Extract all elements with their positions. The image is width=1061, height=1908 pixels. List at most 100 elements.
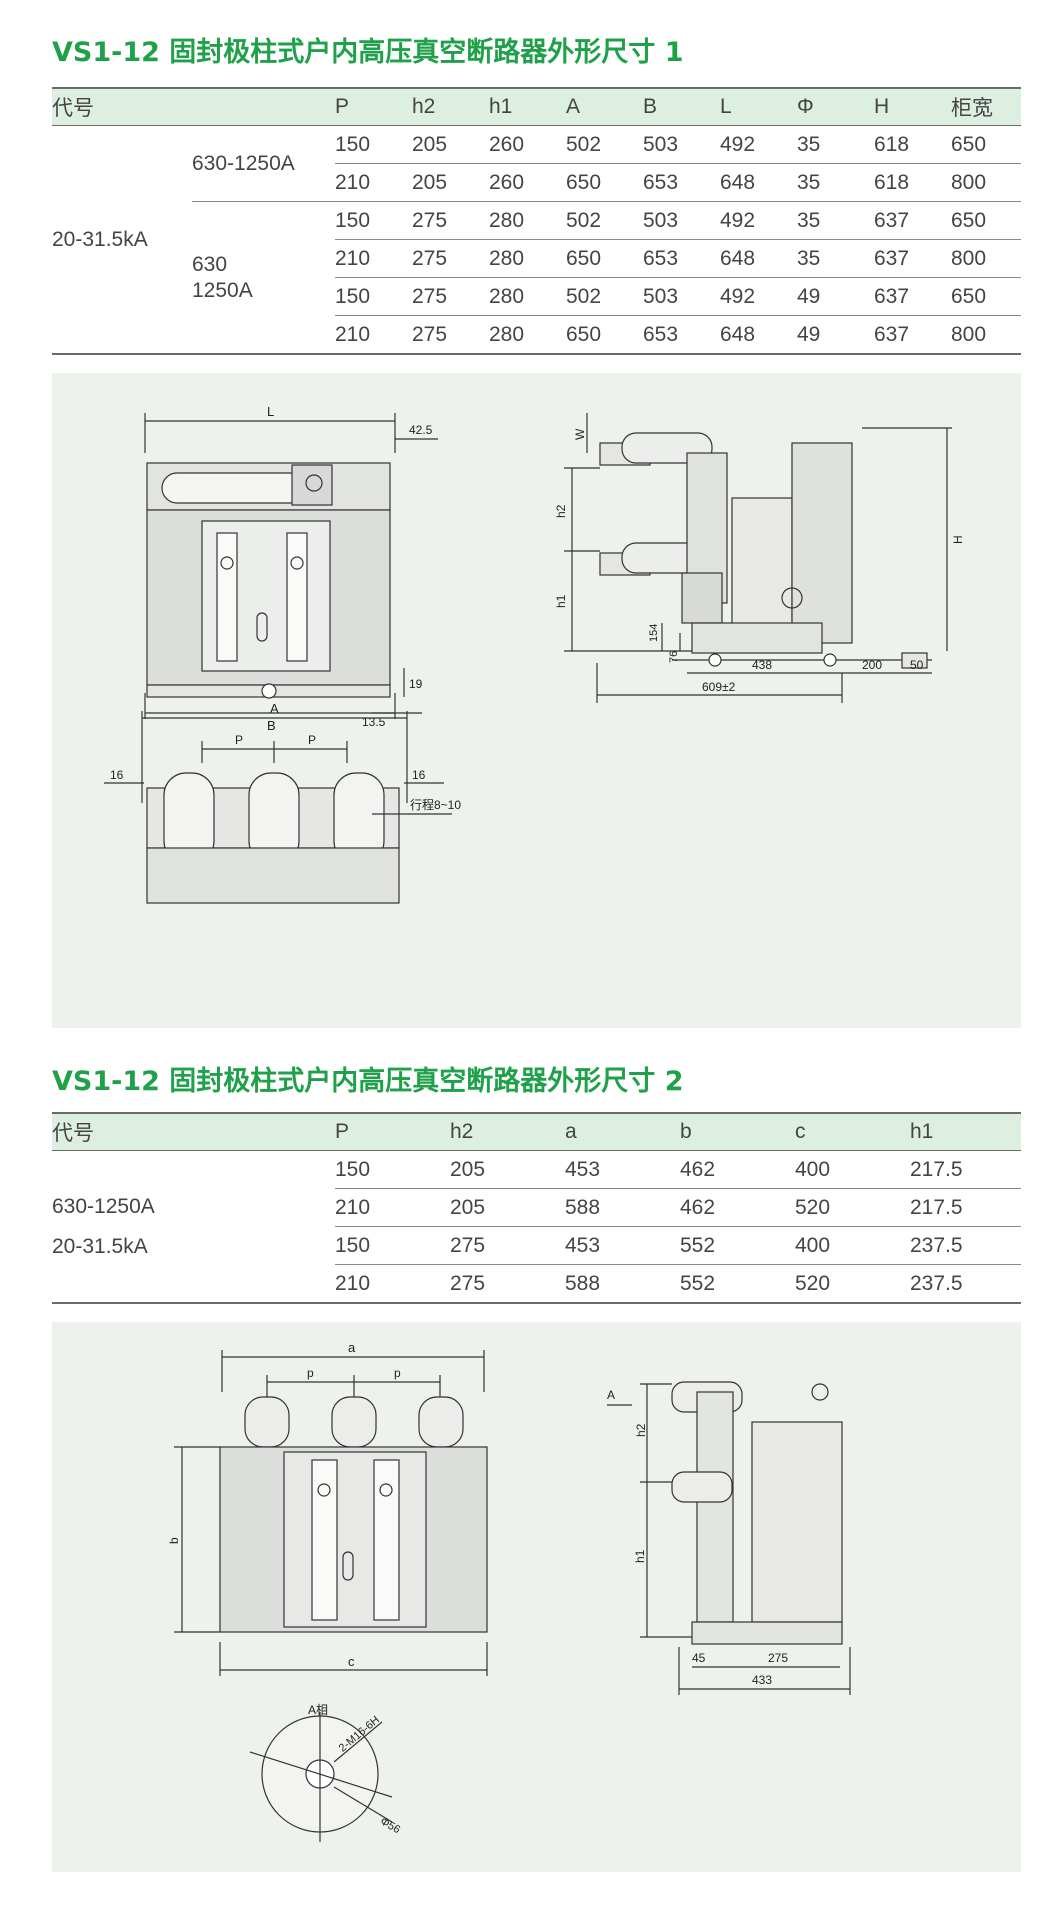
cell: 150	[335, 125, 412, 164]
phase-label: A相	[308, 1703, 328, 1717]
cell: 462	[680, 1150, 795, 1189]
spec-table-1: 代号 P h2 h1 A B L Φ H 柜宽 20-31.5kA 630-12…	[52, 87, 1021, 355]
cell: 280	[489, 201, 566, 240]
cell: 503	[643, 125, 720, 164]
header-h1: h1	[489, 87, 566, 126]
dim-p1: p	[307, 1366, 314, 1380]
cell: 275	[450, 1264, 565, 1304]
cell: 648	[720, 315, 797, 355]
header-h2: h2	[412, 87, 489, 126]
sub-label-a: 630-1250A	[192, 125, 335, 202]
cell: 260	[489, 125, 566, 164]
cell: 210	[335, 239, 412, 278]
cell: 520	[795, 1188, 910, 1227]
header-l: L	[720, 87, 797, 126]
top-view: A P P 16 16 行程8~10	[104, 701, 461, 904]
cell: 280	[489, 239, 566, 278]
cell: 653	[643, 315, 720, 355]
dim-A: A	[270, 701, 279, 716]
cell: 653	[643, 163, 720, 202]
cell: 237.5	[910, 1264, 1021, 1304]
cell: 492	[720, 201, 797, 240]
header-a: A	[566, 87, 643, 126]
detail-view: A相 2-M16-6H Φ56	[249, 1703, 402, 1842]
front-view: L 42.5 B 19 13.5	[144, 404, 438, 733]
cell: 205	[450, 1150, 565, 1189]
cell: 502	[566, 201, 643, 240]
cell: 150	[335, 277, 412, 316]
cell: 588	[565, 1264, 680, 1304]
cell: 800	[951, 315, 1021, 355]
header-code: 代号	[52, 1112, 335, 1151]
code-label-line2: 20-31.5kA	[52, 1234, 148, 1258]
sub-label-b-line2: 1250A	[192, 278, 253, 302]
header-p: P	[335, 1112, 450, 1151]
cell: 650	[951, 277, 1021, 316]
sub-label-b: 630 1250A	[192, 201, 335, 355]
dim-16a: 16	[110, 768, 124, 782]
cell: 637	[874, 315, 951, 355]
code-label-line1: 630-1250A	[52, 1194, 155, 1218]
cell: 217.5	[910, 1150, 1021, 1189]
spec-table-2: 代号 P h2 a b c h1 630-1250A 20-31.5kA 150…	[52, 1112, 1021, 1304]
cell: 800	[951, 239, 1021, 278]
cell: 650	[566, 315, 643, 355]
drawing-1: L 42.5 B 19 13.5	[104, 404, 965, 904]
side-view-2: A h2 h1 45 275 433	[607, 1381, 851, 1695]
cell: 503	[643, 277, 720, 316]
table-header: 代号 P h2 a b c h1	[52, 1112, 1021, 1151]
header-phi: Φ	[797, 87, 874, 126]
cell: 150	[335, 1150, 450, 1189]
cell: 618	[874, 125, 951, 164]
dim-L: L	[267, 404, 274, 419]
dim-154: 154	[648, 624, 660, 642]
side-view: h2 h1 W H 154 76 438 200 50 609±2	[554, 413, 965, 703]
cell: 35	[797, 163, 874, 202]
cell: 552	[680, 1226, 795, 1265]
cell: 588	[565, 1188, 680, 1227]
dim-13-5: 13.5	[362, 715, 386, 729]
cell: 503	[643, 201, 720, 240]
dim-h2: h2	[554, 504, 568, 518]
sub-label-b-line1: 630	[192, 252, 228, 276]
cell: 400	[795, 1150, 910, 1189]
cell: 637	[874, 239, 951, 278]
cell: 653	[643, 239, 720, 278]
dim-stroke: 行程8~10	[410, 797, 461, 812]
header-code: 代号	[52, 87, 335, 126]
dim-P1: P	[235, 733, 243, 747]
header-c: c	[795, 1112, 910, 1151]
cell: 35	[797, 125, 874, 164]
section2-title: VS1-12 固封极柱式户内高压真空断路器外形尺寸 2	[52, 1066, 684, 1097]
cell: 502	[566, 277, 643, 316]
code-label: 630-1250A 20-31.5kA	[52, 1150, 335, 1304]
dim-h1-side: h1	[633, 1549, 647, 1563]
cell: 260	[489, 163, 566, 202]
cell: 648	[720, 239, 797, 278]
drawing-panel-2: a p p b c A h2 h1 45 275	[52, 1322, 1021, 1872]
cell: 35	[797, 201, 874, 240]
cell: 205	[412, 125, 489, 164]
cell: 150	[335, 1226, 450, 1265]
dim-H: H	[951, 535, 965, 544]
header-h2: h2	[450, 1112, 565, 1151]
cell: 275	[412, 201, 489, 240]
dim-a: a	[348, 1340, 356, 1355]
dim-p2: p	[394, 1366, 401, 1380]
cell: 462	[680, 1188, 795, 1227]
cell: 237.5	[910, 1226, 1021, 1265]
dim-19: 19	[409, 677, 423, 691]
section1-title: VS1-12 固封极柱式户内高压真空断路器外形尺寸 1	[52, 37, 684, 68]
dim-16b: 16	[412, 768, 426, 782]
dim-h1: h1	[554, 594, 568, 608]
cell: 275	[412, 239, 489, 278]
cell: 275	[412, 315, 489, 355]
cell: 280	[489, 315, 566, 355]
